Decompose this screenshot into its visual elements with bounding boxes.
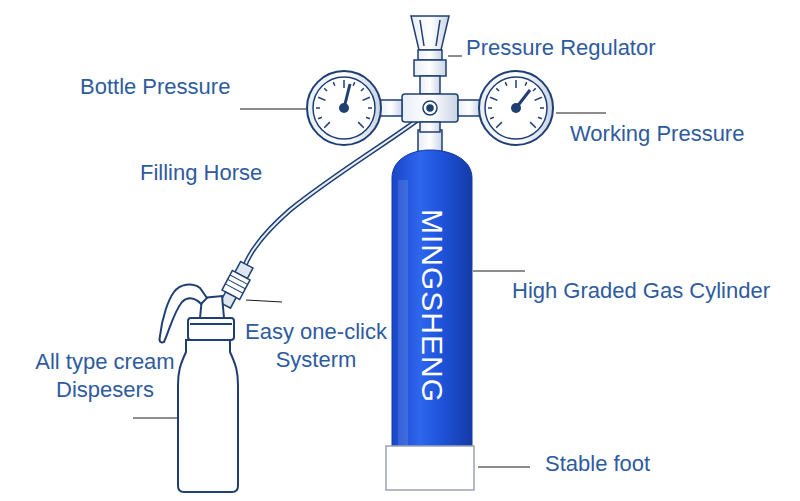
part-label: Working Pressure xyxy=(570,120,744,148)
gauge-tick xyxy=(505,82,507,86)
gauge-tick xyxy=(488,107,492,109)
gauge-tick xyxy=(538,117,542,119)
gauge-tick xyxy=(362,97,369,100)
working-pressure-gauge xyxy=(479,71,553,145)
part-label: Easy one-click Systerm xyxy=(236,318,396,374)
part-label: All type cream Dispesers xyxy=(22,348,188,404)
part-label: Pressure Regulator xyxy=(466,34,656,62)
cream-dispenser xyxy=(160,285,239,492)
gauge-tick xyxy=(366,117,370,119)
gauge-tick xyxy=(353,82,355,86)
gauge-tick xyxy=(490,117,494,119)
gauge-tick xyxy=(525,82,527,86)
gauge-tick xyxy=(358,122,364,128)
gauge-tick xyxy=(361,88,364,91)
brand-name: MINGSHENG xyxy=(416,209,448,403)
part-label: Filling Horse xyxy=(140,159,262,187)
stable-foot xyxy=(386,446,474,490)
gauge-tick xyxy=(540,107,544,109)
gauge-tick xyxy=(515,80,517,88)
pressure-regulator xyxy=(380,16,480,132)
gauge-tick xyxy=(490,97,497,100)
bottle-pressure-gauge xyxy=(307,71,381,145)
gauge-tick xyxy=(318,97,325,100)
gauge-tick xyxy=(324,122,330,128)
gauge-tick xyxy=(324,88,327,91)
gauge-tick xyxy=(533,88,536,91)
gauge-tick xyxy=(530,122,536,128)
part-label: Bottle Pressure xyxy=(80,73,230,101)
gauge-tick xyxy=(534,97,541,100)
part-label: High Graded Gas Cylinder xyxy=(512,277,770,305)
gauge-tick xyxy=(333,82,335,86)
gauge-tick xyxy=(496,122,502,128)
gauge-tick xyxy=(496,88,499,91)
part-label: Stable foot xyxy=(545,450,650,478)
gauge-tick xyxy=(368,107,372,109)
gauge-tick xyxy=(318,117,322,119)
gas-cylinder xyxy=(392,130,472,462)
gauge-tick xyxy=(316,107,320,109)
gauge-tick xyxy=(343,80,345,88)
